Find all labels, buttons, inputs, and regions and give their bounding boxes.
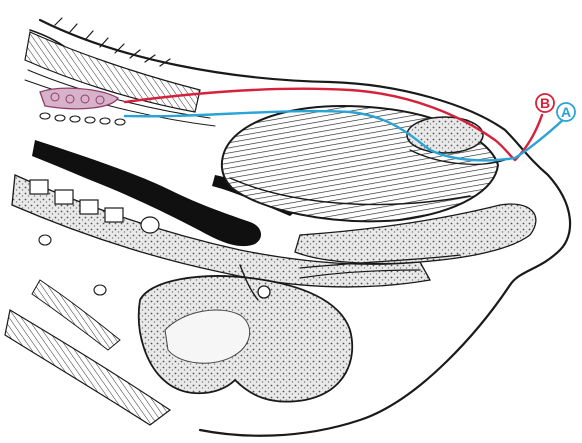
gland-structure: [40, 88, 118, 109]
label-b-text: B: [540, 95, 550, 111]
dorsal-neck-muscles: [25, 32, 215, 126]
label-a-text: A: [561, 104, 571, 120]
label-b: B: [536, 94, 554, 112]
label-a: A: [557, 103, 575, 121]
cartilage-rings: [40, 113, 125, 125]
